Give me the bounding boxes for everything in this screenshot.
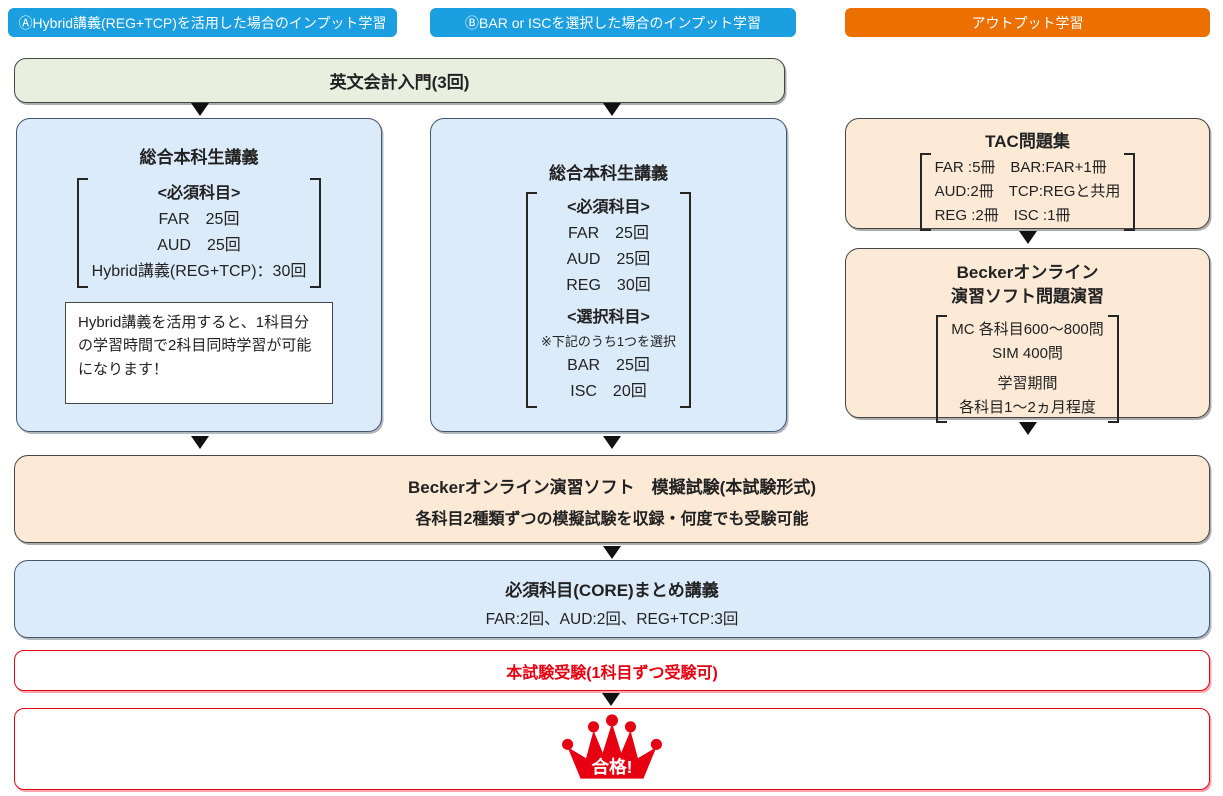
elective-note: ※下記のうち1つを選択 bbox=[540, 334, 677, 349]
subject-line: REG 30回 bbox=[566, 277, 651, 294]
course-b-box: 総合本科生講義 <必須科目> FAR 25回 AUD 25回 REG 30回 <… bbox=[430, 118, 787, 432]
mock-exam-box: Beckerオンライン演習ソフト 模擬試験(本試験形式) 各科目2種類ずつの模擬… bbox=[14, 455, 1210, 543]
subject-line: ISC 20回 bbox=[570, 383, 647, 400]
course-a-subjects: <必須科目> FAR 25回 AUD 25回 Hybrid講義(REG+TCP)… bbox=[76, 178, 322, 288]
subject-line: AUD 25回 bbox=[157, 237, 241, 254]
core-summary-detail: FAR:2回、AUD:2回、REG+TCP:3回 bbox=[485, 611, 739, 628]
becker-practice-title: Beckerオンライン bbox=[956, 263, 1099, 282]
down-arrow-icon bbox=[1019, 231, 1037, 244]
crown-icon: 合格! bbox=[562, 714, 662, 779]
course-a-box: 総合本科生講義 <必須科目> FAR 25回 AUD 25回 Hybrid講義(… bbox=[16, 118, 382, 432]
hybrid-note-box: Hybrid講義を活用すると、1科目分の学習時間で2科目同時学習が可能になります… bbox=[65, 302, 333, 404]
down-arrow-icon bbox=[191, 436, 209, 449]
elective-subjects-head: <選択科目> bbox=[567, 309, 650, 326]
header-input-b: ⒷBAR or ISCを選択した場合のインプット学習 bbox=[430, 8, 796, 37]
course-b-title: 総合本科生講義 bbox=[549, 164, 668, 183]
workbook-line: FAR :5冊 BAR:FAR+1冊 bbox=[934, 159, 1107, 176]
becker-practice-detail: MC 各科目600～800問 SIM 400問 学習期間 各科目1～2ヵ月程度 bbox=[936, 315, 1119, 423]
becker-practice-box: Beckerオンライン 演習ソフト問題演習 MC 各科目600～800問 SIM… bbox=[845, 248, 1210, 423]
header-output: アウトプット学習 bbox=[845, 8, 1210, 37]
workbook-line: AUD:2冊 TCP:REGと共用 bbox=[934, 183, 1121, 200]
down-arrow-icon bbox=[603, 546, 621, 559]
subject-line: FAR 25回 bbox=[568, 225, 649, 242]
practice-line: SIM 400問 bbox=[992, 345, 1063, 362]
practice-line: MC 各科目600～800問 bbox=[951, 321, 1104, 338]
down-arrow-icon bbox=[603, 103, 621, 116]
becker-practice-title2: 演習ソフト問題演習 bbox=[951, 287, 1104, 306]
subject-line: BAR 25回 bbox=[567, 357, 650, 374]
tac-workbook-title: TAC問題集 bbox=[985, 132, 1070, 151]
down-arrow-icon bbox=[602, 693, 620, 706]
study-period-label: 学習期間 bbox=[997, 375, 1058, 392]
course-b-subjects: <必須科目> FAR 25回 AUD 25回 REG 30回 <選択科目> ※下… bbox=[525, 192, 692, 408]
subject-line: FAR 25回 bbox=[158, 211, 240, 228]
header-input-a: ⒶHybrid講義(REG+TCP)を活用した場合のインプット学習 bbox=[8, 8, 397, 37]
down-arrow-icon bbox=[603, 436, 621, 449]
core-summary-box: 必須科目(CORE)まとめ講義 FAR:2回、AUD:2回、REG+TCP:3回 bbox=[14, 560, 1210, 638]
study-period-value: 各科目1～2ヵ月程度 bbox=[959, 399, 1096, 416]
required-subjects-head: <必須科目> bbox=[567, 199, 650, 216]
core-summary-title: 必須科目(CORE)まとめ講義 bbox=[505, 581, 719, 600]
intro-course-box: 英文会計入門(3回) bbox=[14, 58, 785, 103]
down-arrow-icon bbox=[1019, 422, 1037, 435]
final-exam-label: 本試験受験(1科目ずつ受験可) bbox=[506, 664, 718, 682]
intro-course-label: 英文会計入門(3回) bbox=[329, 73, 470, 92]
pass-label: 合格! bbox=[592, 757, 633, 777]
down-arrow-icon bbox=[191, 103, 209, 116]
pass-box: 合格! bbox=[14, 708, 1210, 790]
required-subjects-head: <必須科目> bbox=[157, 185, 241, 202]
final-exam-box: 本試験受験(1科目ずつ受験可) bbox=[14, 650, 1210, 691]
mock-exam-title: Beckerオンライン演習ソフト 模擬試験(本試験形式) bbox=[407, 478, 817, 497]
mock-exam-detail: 各科目2種類ずつの模擬試験を収録・何度でも受験可能 bbox=[415, 511, 809, 528]
workbook-line: REG :2冊 ISC :1冊 bbox=[934, 207, 1071, 224]
subject-line: Hybrid講義(REG+TCP)：30回 bbox=[91, 263, 307, 280]
tac-workbook-box: TAC問題集 FAR :5冊 BAR:FAR+1冊 AUD:2冊 TCP:REG… bbox=[845, 118, 1210, 231]
course-a-title: 総合本科生講義 bbox=[139, 148, 259, 167]
tac-workbook-detail: FAR :5冊 BAR:FAR+1冊 AUD:2冊 TCP:REGと共用 REG… bbox=[919, 153, 1136, 231]
subject-line: AUD 25回 bbox=[566, 251, 651, 268]
